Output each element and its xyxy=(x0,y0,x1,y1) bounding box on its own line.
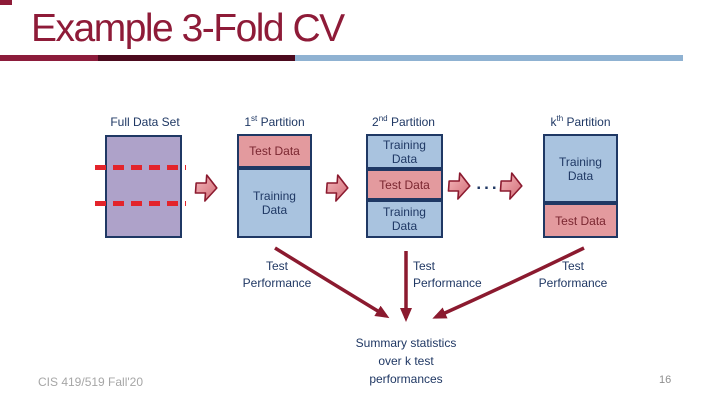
partition-2-label: 2nd Partition xyxy=(356,115,451,131)
partition-1-training-box: Training Data xyxy=(237,168,312,238)
summary-line-2: over k test xyxy=(378,354,434,368)
partition-1-word: Partition xyxy=(257,115,305,129)
title-underline-blue xyxy=(295,55,683,61)
partition-2-test-box: Test Data xyxy=(366,169,443,200)
partition-k-ordinal: k xyxy=(550,115,557,129)
partition-2-suffix: nd xyxy=(378,114,388,123)
partition-k-word: Partition xyxy=(563,115,611,129)
partition-k-suffix: th xyxy=(556,114,564,123)
flow-arrow-1 xyxy=(194,174,219,202)
footer-course-label: CIS 419/519 Fall'20 xyxy=(38,375,144,389)
partition-2-word: Partition xyxy=(387,115,435,129)
partition-2-ordinal: 2 xyxy=(372,115,379,129)
page-number: 16 xyxy=(659,374,672,386)
partition-2-training-bottom-box: Training Data xyxy=(366,200,443,238)
partition-k-training-box: Training Data xyxy=(543,134,618,203)
summary-line-3: performances xyxy=(369,372,443,386)
partition-k-label: kth Partition xyxy=(533,115,628,131)
flow-arrow-4 xyxy=(499,172,524,200)
title-underline-maroon xyxy=(0,55,98,61)
ellipsis-dots: ... xyxy=(476,174,500,193)
summary-statistics-text: Summary statistics over k test performan… xyxy=(330,334,482,388)
full-data-set-label: Full Data Set xyxy=(110,115,180,129)
partition-1-suffix: st xyxy=(251,114,258,123)
template-bullet-square xyxy=(0,0,12,5)
full-data-set-box xyxy=(105,135,182,238)
partition-1-test-box: Test Data xyxy=(237,134,312,168)
partition-2-training-top-box: Training Data xyxy=(366,134,443,169)
partition-k-test-box: Test Data xyxy=(543,203,618,238)
test-performance-label-3: Test Performance xyxy=(538,259,608,290)
title-underline-dark-maroon xyxy=(98,55,295,61)
test-performance-label-1: Test Performance xyxy=(242,259,312,290)
summary-line-1: Summary statistics xyxy=(355,336,457,350)
partition-1-ordinal: 1 xyxy=(244,115,252,129)
test-performance-label-2: Test Performance xyxy=(413,259,482,290)
flow-arrow-2 xyxy=(325,174,350,202)
page-title: Example 3-Fold CV xyxy=(31,7,345,50)
partition-1-label: 1st Partition xyxy=(227,115,322,131)
flow-arrow-3 xyxy=(447,172,472,200)
